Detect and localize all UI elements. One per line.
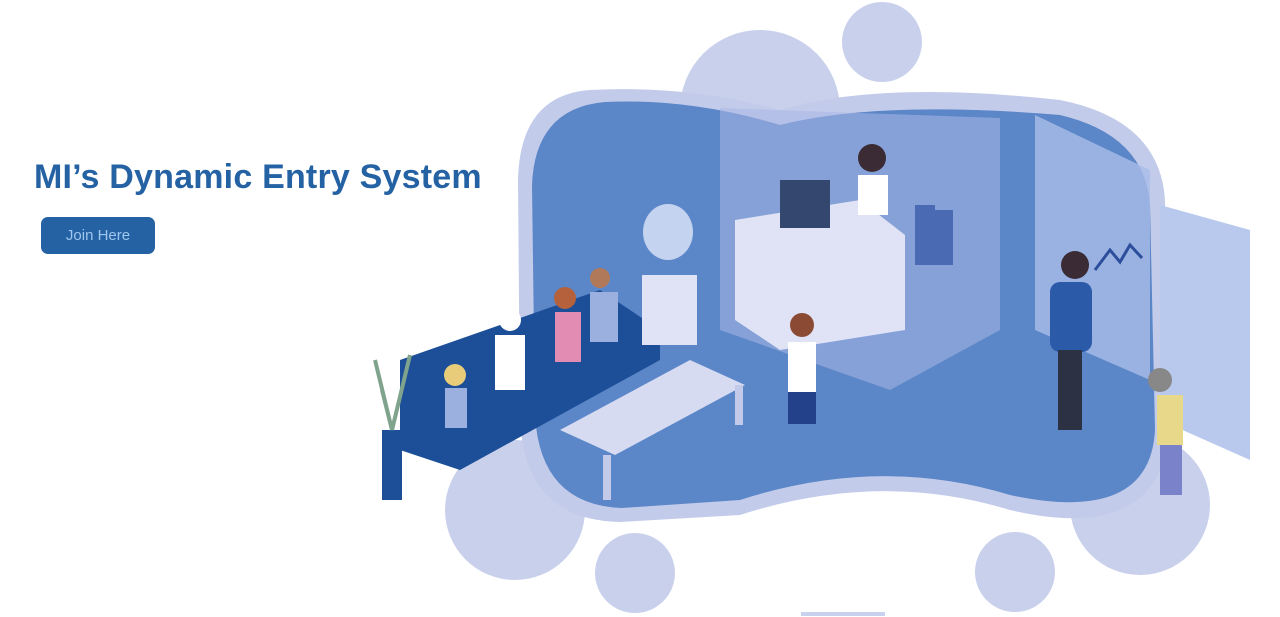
slide-indicator[interactable] [801,612,885,616]
page-title: MI’s Dynamic Entry System [34,158,482,196]
reception-booth [720,108,1000,390]
people [788,251,1183,495]
office-reception-illustration [373,2,1250,613]
join-here-button[interactable]: Join Here [41,217,155,254]
waiting-sofa [373,268,660,500]
water-cooler [642,204,697,345]
coffee-table [560,360,745,500]
